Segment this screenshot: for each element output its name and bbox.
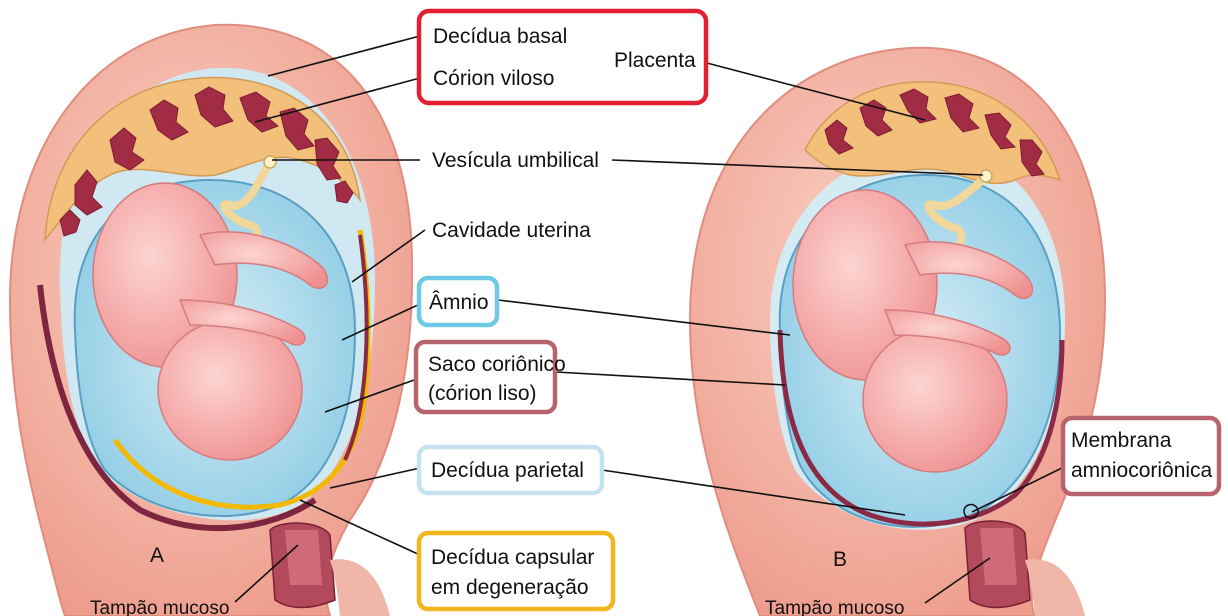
label-tampao-mucoso-b: Tampão mucoso (765, 598, 904, 616)
panel-b-illustration (690, 48, 1105, 616)
label-cavidade-uterina: Cavidade uterina (432, 219, 591, 242)
mucous-plug-b (980, 528, 1017, 585)
label-membrana-1: Membrana (1071, 429, 1172, 452)
label-membrana-group: Membrana amniocoriônica (1063, 418, 1219, 494)
label-decidua-basal: Decídua basal (433, 25, 567, 48)
vagina-a (330, 559, 390, 616)
label-membrana-2: amniocoriônica (1071, 459, 1213, 482)
label-corion-viloso: Córion viloso (433, 67, 554, 90)
label-decidua-parietal-group: Decídua parietal (419, 447, 602, 493)
label-saco-corionico-2: (córion liso) (428, 382, 537, 405)
panel-a-illustration (10, 25, 412, 616)
label-decidua-capsular-group: Decídua capsular em degeneração (419, 533, 613, 609)
label-decidua-parietal: Decídua parietal (431, 459, 584, 482)
umbilical-vesicle-b (980, 170, 992, 182)
vagina-b (1025, 559, 1085, 616)
label-amnio: Âmnio (429, 291, 489, 314)
label-amnio-group: Âmnio (419, 278, 497, 325)
label-decidua-capsular-2: em degeneração (431, 576, 589, 599)
label-tampao-mucoso-a: Tampão mucoso (90, 598, 229, 616)
panel-label-a: A (150, 544, 164, 567)
label-placenta: Placenta (614, 49, 696, 72)
mucous-plug-a (285, 530, 322, 585)
label-decidua-capsular-1: Decídua capsular (431, 546, 594, 569)
panel-label-b: B (833, 548, 847, 571)
label-placenta-group: Decídua basal Córion viloso Placenta (419, 11, 706, 103)
label-vesicula-umbilical: Vesícula umbilical (432, 149, 599, 172)
label-saco-corionico-1: Saco coriônico (428, 353, 566, 376)
umbilical-vesicle-a (264, 156, 276, 168)
label-saco-corionico-group: Saco coriônico (córion liso) (416, 342, 566, 412)
